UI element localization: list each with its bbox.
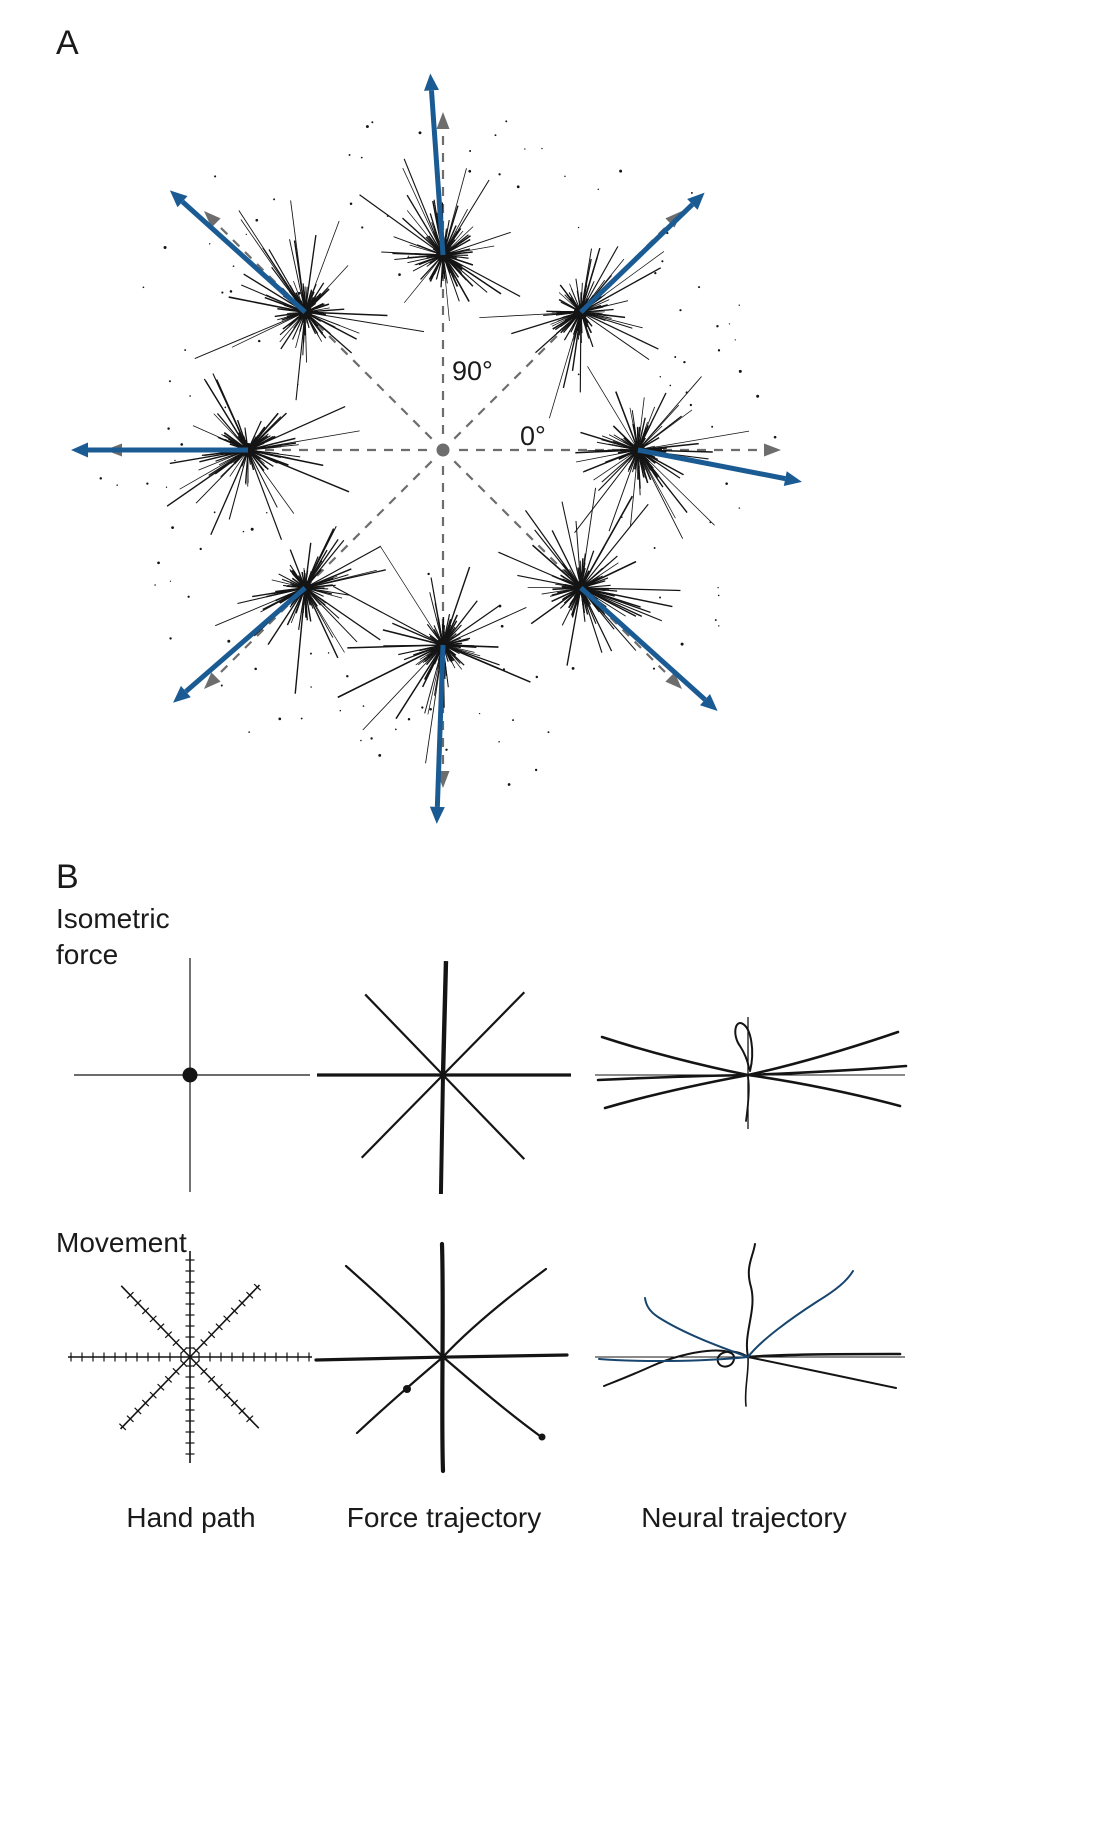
col-label-hand-path: Hand path bbox=[126, 1502, 256, 1533]
angle-0-label: 0° bbox=[520, 421, 546, 451]
panel-a-label: A bbox=[56, 24, 80, 62]
angle-90-label: 90° bbox=[452, 356, 493, 386]
panel-b-trajectory-plots bbox=[68, 958, 908, 1474]
cluster-180deg bbox=[71, 291, 360, 586]
cluster-270deg bbox=[310, 545, 538, 824]
row-label-movement: Movement bbox=[56, 1227, 187, 1258]
cluster-45deg bbox=[479, 169, 740, 419]
panel-b-label: B bbox=[56, 858, 80, 896]
plot-isometric-force-trajectory bbox=[317, 960, 571, 1195]
panel-a-population-vector-plot bbox=[71, 73, 802, 824]
cluster-90deg bbox=[348, 73, 566, 322]
plot-movement-force-trajectory bbox=[314, 1241, 569, 1474]
cluster-315deg bbox=[427, 487, 720, 734]
center-point bbox=[436, 443, 450, 457]
col-label-force-trajectory: Force trajectory bbox=[346, 1502, 542, 1533]
plot-isometric-hand-path bbox=[74, 958, 310, 1192]
cluster-135deg bbox=[142, 175, 425, 409]
col-label-neural-trajectory: Neural trajectory bbox=[641, 1502, 847, 1533]
cluster-0deg bbox=[574, 323, 802, 539]
plot-isometric-neural-trajectory bbox=[595, 1017, 908, 1129]
plot-movement-neural-trajectory bbox=[595, 1243, 905, 1407]
cluster-225deg bbox=[157, 511, 386, 742]
cell-vector-clusters bbox=[71, 73, 802, 824]
row-label-isometric-force: Isometric force bbox=[56, 903, 170, 970]
plot-movement-hand-path bbox=[68, 1251, 312, 1463]
